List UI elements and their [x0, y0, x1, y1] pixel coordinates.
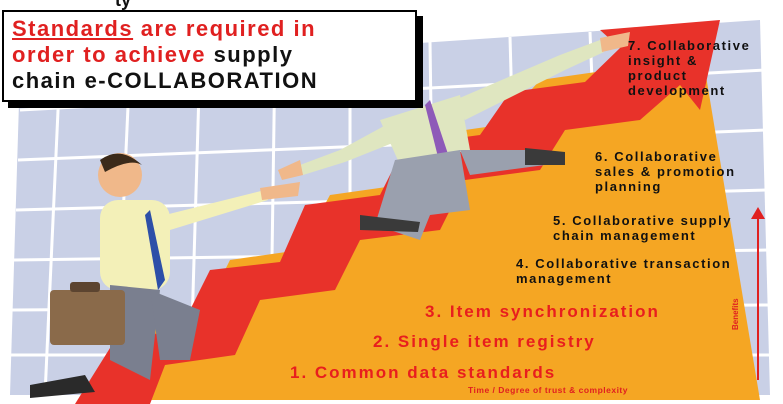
title-line-2: order to achieve supply	[12, 42, 407, 68]
title-line-3: chain e-COLLABORATION	[12, 68, 319, 93]
step-5-label: 5. Collaborative supply chain management	[553, 213, 733, 243]
benefits-axis-arrow	[751, 207, 765, 380]
title-required: are required in	[133, 16, 317, 41]
step-4-label: 4. Collaborative transaction management	[516, 256, 732, 286]
title-standards: Standards	[12, 16, 134, 41]
businessman-helping	[278, 32, 630, 240]
businessman-climbing	[30, 153, 300, 398]
step-1-label: 1. Common data standards	[290, 363, 557, 382]
step-2-label: 2. Single item registry	[373, 332, 596, 351]
title-achieve: order to achieve	[12, 42, 206, 67]
heading-fragment: ty	[115, 0, 132, 10]
y-axis-label: Benefits	[731, 298, 740, 330]
step-6-label: 6. Collaborative sales & promotion plann…	[595, 149, 736, 194]
x-axis-label: Time / Degree of trust & complexity	[468, 385, 628, 395]
title-line-1: Standards are required in	[12, 16, 407, 42]
title-box: Standards are required in order to achie…	[2, 10, 417, 102]
title-supply: supply	[205, 42, 294, 67]
step-7-label: 7. Collaborative insight & product devel…	[628, 38, 751, 98]
step-3-label: 3. Item synchronization	[425, 302, 660, 321]
